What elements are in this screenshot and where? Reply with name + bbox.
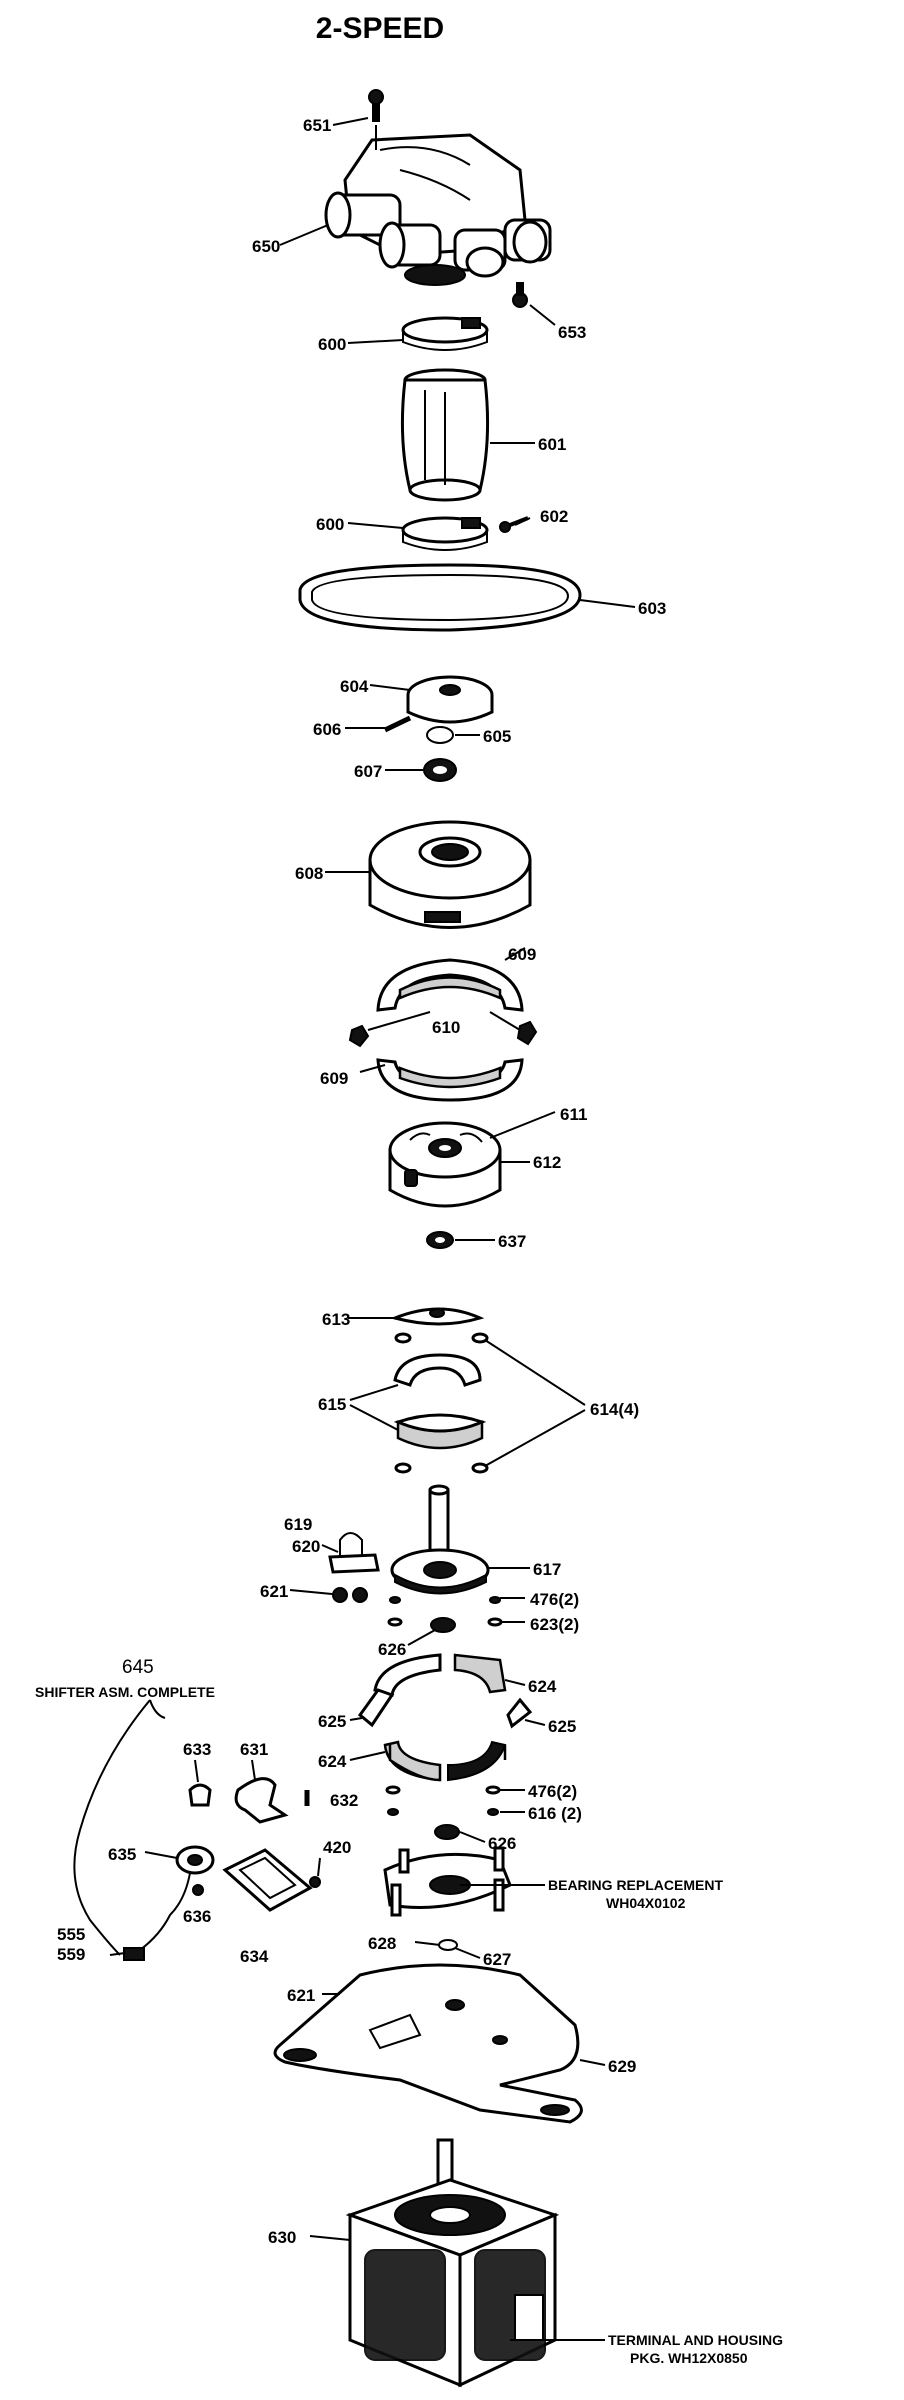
- label-625-right: 625: [548, 1717, 576, 1736]
- label-604: 604: [340, 677, 369, 696]
- hose-clamp-600-bottom: [401, 516, 489, 551]
- caption-bearing-2: WH04X0102: [606, 1895, 686, 1911]
- bushing-626-top: [430, 1617, 456, 1633]
- washers-476-616: [385, 1785, 501, 1816]
- label-621-top: 621: [260, 1582, 288, 1601]
- shifter-bracket-hook: [149, 1699, 166, 1719]
- caption-terminal-1: TERMINAL AND HOUSING: [608, 2332, 783, 2348]
- label-609-top: 609: [508, 945, 536, 964]
- pin-606: [383, 715, 412, 733]
- label-555: 555: [57, 1925, 85, 1944]
- label-619: 619: [284, 1515, 312, 1534]
- label-476-top: 476(2): [530, 1590, 579, 1609]
- label-559: 559: [57, 1945, 85, 1964]
- label-630: 630: [268, 2228, 296, 2247]
- screw-651: [368, 89, 384, 122]
- plate-620: [328, 1553, 380, 1574]
- label-609-bottom: 609: [320, 1069, 348, 1088]
- label-613: 613: [322, 1310, 350, 1329]
- bushing-626-bottom: [434, 1824, 460, 1840]
- label-634: 634: [240, 1947, 269, 1966]
- washers-476-623: [387, 1596, 503, 1627]
- diagram-title: 2-SPEED: [316, 12, 444, 45]
- hose-clamp-600-top: [401, 316, 489, 351]
- label-635: 635: [108, 1845, 136, 1864]
- shaft-617: [390, 1484, 490, 1595]
- nut-621-b: [352, 1587, 368, 1603]
- brake-shoe-609-top: [376, 958, 524, 1012]
- shifter-assembly-parts: [123, 1777, 321, 1961]
- label-637: 637: [498, 1232, 526, 1251]
- label-650: 650: [252, 237, 280, 256]
- label-617: 617: [533, 1560, 561, 1579]
- caption-shifter: SHIFTER ASM. COMPLETE: [35, 1684, 215, 1700]
- nut-621-a: [332, 1587, 348, 1603]
- label-632: 632: [330, 1791, 358, 1810]
- label-608: 608: [295, 864, 323, 883]
- u-bolt-619: [339, 1532, 363, 1560]
- label-620: 620: [292, 1537, 320, 1556]
- spring-610-right: [516, 1020, 538, 1046]
- label-607: 607: [354, 762, 382, 781]
- label-627: 627: [483, 1950, 511, 1969]
- belt-603: [298, 563, 582, 632]
- label-623: 623(2): [530, 1615, 579, 1634]
- label-610: 610: [432, 1018, 460, 1037]
- label-626-top: 626: [378, 1640, 406, 1659]
- label-625-left: 625: [318, 1712, 346, 1731]
- label-602: 602: [540, 507, 568, 526]
- caption-bearing-1: BEARING REPLACEMENT: [548, 1877, 723, 1893]
- washer-628: [438, 1939, 458, 1951]
- label-616: 616 (2): [528, 1804, 582, 1823]
- mounting-plate-629: [273, 1963, 583, 2124]
- label-628: 628: [368, 1934, 396, 1953]
- clip-613: [390, 1307, 485, 1326]
- label-614: 614(4): [590, 1400, 639, 1419]
- brake-blocks-615: [393, 1353, 487, 1450]
- label-615: 615: [318, 1395, 346, 1414]
- label-633: 633: [183, 1740, 211, 1759]
- label-612: 612: [533, 1153, 561, 1172]
- label-600-top: 600: [318, 335, 346, 354]
- leader-lines: [109, 117, 636, 2341]
- label-605: 605: [483, 727, 511, 746]
- shifter-bracket-curve: [73, 1699, 151, 1956]
- label-651: 651: [303, 116, 331, 135]
- label-629: 629: [608, 2057, 636, 2076]
- label-611: 611: [560, 1105, 587, 1124]
- label-636: 636: [183, 1907, 211, 1926]
- bearing-607: [423, 758, 457, 782]
- hose-601: [400, 368, 490, 502]
- caption-terminal-2: PKG. WH12X0850: [630, 2350, 748, 2366]
- pulley-604: [406, 675, 494, 724]
- label-645: 645: [122, 1657, 154, 1678]
- label-626-bottom: 626: [488, 1834, 516, 1853]
- motor-630: [345, 2138, 560, 2388]
- label-601: 601: [538, 435, 566, 454]
- shifter-shoes-624-625: [357, 1653, 533, 1782]
- clutch-drum-608: [368, 820, 532, 929]
- label-603: 603: [638, 599, 666, 618]
- spring-610-left: [348, 1024, 370, 1048]
- label-653: 653: [558, 323, 586, 342]
- clutch-hub-612: [388, 1121, 502, 1208]
- pump-assembly-650: [324, 133, 552, 286]
- label-631: 631: [240, 1740, 268, 1759]
- label-621-bottom: 621: [287, 1986, 315, 2005]
- screw-653: [512, 282, 528, 308]
- retaining-ring-605: [426, 726, 454, 744]
- label-600-bottom: 600: [316, 515, 344, 534]
- label-420: 420: [323, 1838, 351, 1857]
- washer-637: [426, 1231, 454, 1249]
- brake-shoe-609-bottom: [376, 1058, 524, 1102]
- bearing-plate-627: [383, 1846, 512, 1917]
- washers-614: [394, 1332, 489, 1474]
- label-624-right: 624: [528, 1677, 557, 1696]
- label-624-left: 624: [318, 1752, 347, 1771]
- label-606: 606: [313, 720, 341, 739]
- screw-602: [499, 516, 529, 533]
- label-476-bottom: 476(2): [528, 1782, 577, 1801]
